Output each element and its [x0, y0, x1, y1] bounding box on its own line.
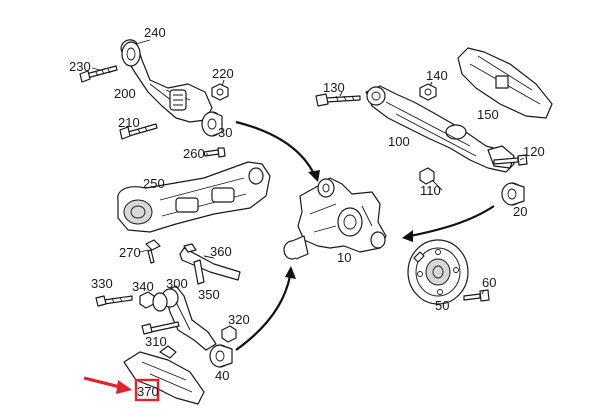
- label-110: 110: [420, 183, 441, 198]
- label-260: 260: [183, 146, 205, 161]
- label-50: 50: [435, 298, 449, 313]
- label-210: 210: [118, 115, 140, 130]
- label-120: 120: [523, 144, 545, 159]
- part-labels: 240 230 200 220 210 30 260 250 270 360 3…: [69, 25, 545, 399]
- label-200: 200: [114, 86, 136, 101]
- part-110-nut: [419, 167, 435, 185]
- label-330: 330: [91, 276, 113, 291]
- part-210-bolt: [119, 123, 158, 140]
- part-220-nut: [211, 83, 229, 101]
- label-360: 360: [210, 244, 232, 259]
- part-320-nut: [221, 325, 237, 343]
- label-60: 60: [482, 275, 496, 290]
- part-140-nut: [419, 83, 437, 101]
- label-140: 140: [426, 68, 448, 83]
- highlight-marker: [83, 376, 160, 402]
- label-150: 150: [477, 107, 499, 122]
- label-300: 300: [166, 276, 188, 291]
- label-320: 320: [228, 312, 250, 327]
- label-230: 230: [69, 59, 91, 74]
- part-150-shield: [457, 47, 553, 119]
- label-130: 130: [323, 80, 345, 95]
- part-130-bolt: [315, 93, 361, 107]
- label-340: 340: [132, 279, 154, 294]
- part-270-screw: [145, 239, 161, 264]
- part-50-wheel-hub: [407, 239, 469, 305]
- label-350: 350: [198, 287, 220, 302]
- part-30-bushing: [201, 111, 223, 137]
- label-30: 30: [218, 125, 232, 140]
- leader-lines: [91, 39, 525, 295]
- part-60-bolt: [463, 289, 490, 302]
- part-230-bolt: [79, 65, 118, 83]
- label-310: 310: [145, 334, 167, 349]
- part-260-screw: [203, 147, 226, 158]
- part-360-strut: [179, 243, 241, 285]
- part-370-cover: [123, 345, 205, 405]
- label-370: 370: [137, 384, 159, 399]
- label-220: 220: [212, 66, 234, 81]
- part-120-bolt: [493, 154, 528, 166]
- label-250: 250: [143, 176, 165, 191]
- label-40: 40: [215, 368, 229, 383]
- label-270: 270: [119, 245, 141, 260]
- label-240: 240: [144, 25, 166, 40]
- part-340-nut: [139, 291, 155, 309]
- label-100: 100: [388, 134, 410, 149]
- part-10-wheel-carrier: [283, 177, 387, 260]
- part-40-bushing: [209, 344, 233, 368]
- assembly-arrows: [235, 120, 495, 351]
- label-20: 20: [513, 204, 527, 219]
- part-250-spring-link: [117, 161, 271, 233]
- part-310-bolt: [141, 321, 180, 335]
- part-330-bolt: [95, 295, 133, 307]
- part-200-trailing-arm: [120, 39, 213, 123]
- part-350-bushing: [152, 292, 168, 312]
- part-20-bushing: [501, 182, 525, 206]
- label-10: 10: [337, 250, 351, 265]
